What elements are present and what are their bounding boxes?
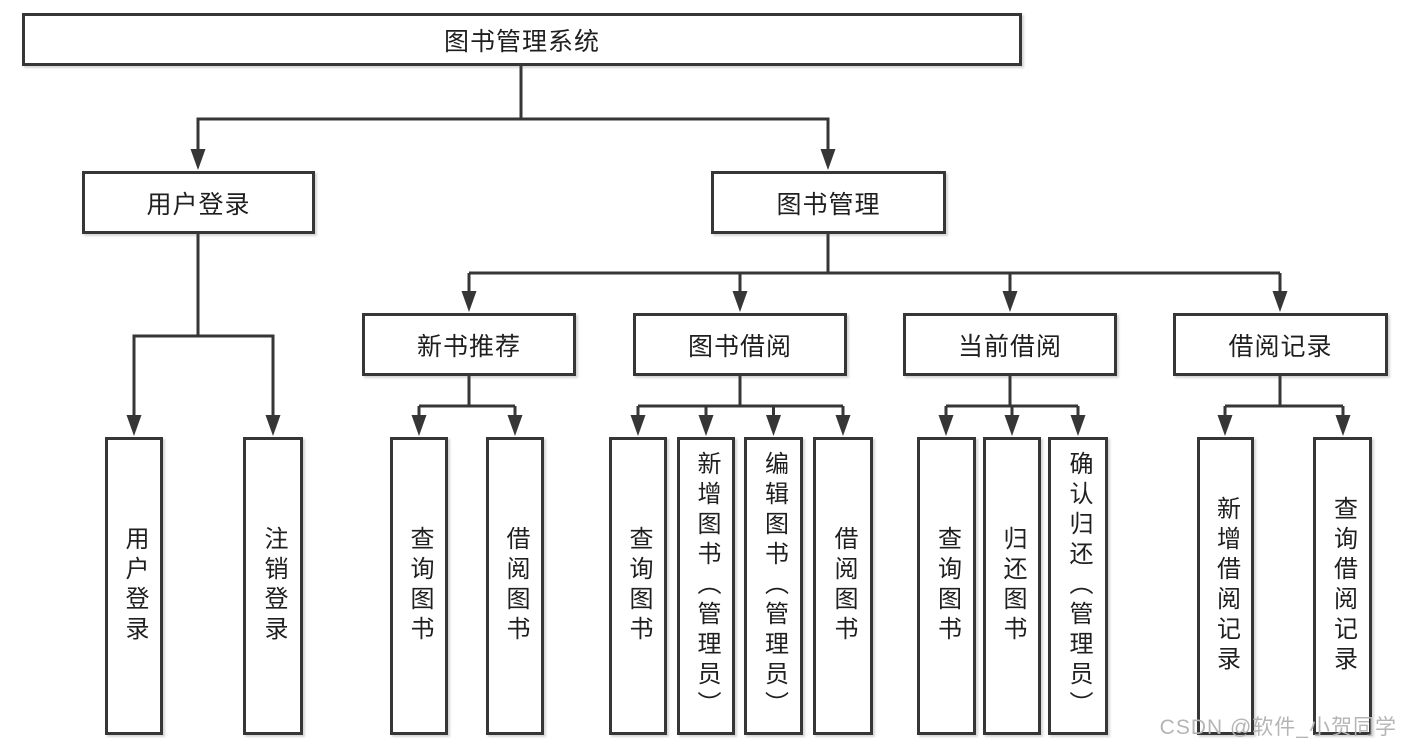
leaf-confirm-return-admin: 确认归还（管理员） — [1048, 437, 1108, 735]
node-library-system: 图书管理系统 — [22, 13, 1022, 66]
leaf-logout-label: 注销登录 — [260, 526, 287, 646]
leaf-query-books-2-label: 查询图书 — [625, 526, 652, 646]
leaf-logout: 注销登录 — [243, 437, 303, 735]
leaf-borrow-books-2: 借阅图书 — [813, 437, 873, 735]
csdn-watermark: CSDN @软件_小贺同学 — [1159, 716, 1397, 739]
node-new-book-recommend-label: 新书推荐 — [416, 332, 521, 361]
node-borrowing-records: 借阅记录 — [1173, 313, 1388, 376]
leaf-return-books-label: 归还图书 — [999, 526, 1026, 646]
leaf-query-books-1: 查询图书 — [390, 437, 448, 735]
leaf-return-books: 归还图书 — [983, 437, 1041, 735]
node-borrowing-records-label: 借阅记录 — [1228, 332, 1333, 361]
leaf-add-borrow-record-label: 新增借阅记录 — [1212, 496, 1240, 676]
leaf-user-login-label: 用户登录 — [121, 526, 148, 646]
leaf-edit-books-admin: 编辑图书（管理员） — [744, 437, 803, 735]
leaf-add-books-admin-label: 新增图书（管理员） — [693, 451, 720, 721]
leaf-query-books-2: 查询图书 — [609, 437, 667, 735]
node-book-borrowing: 图书借阅 — [633, 313, 847, 376]
leaf-query-borrow-record-label: 查询借阅记录 — [1329, 496, 1357, 676]
leaf-add-borrow-record: 新增借阅记录 — [1197, 437, 1254, 735]
node-book-management-label: 图书管理 — [776, 190, 881, 219]
leaf-borrow-books-1-label: 借阅图书 — [502, 526, 529, 646]
node-current-borrowing: 当前借阅 — [903, 313, 1117, 376]
leaf-query-books-1-label: 查询图书 — [406, 526, 433, 646]
leaf-add-books-admin: 新增图书（管理员） — [677, 437, 735, 735]
leaf-borrow-books-1: 借阅图书 — [486, 437, 544, 735]
node-book-management: 图书管理 — [711, 171, 946, 234]
leaf-borrow-books-2-label: 借阅图书 — [830, 526, 857, 646]
node-user-login: 用户登录 — [82, 171, 315, 234]
node-user-login-label: 用户登录 — [146, 190, 251, 219]
node-current-borrowing-label: 当前借阅 — [957, 332, 1062, 361]
node-new-book-recommend: 新书推荐 — [362, 313, 576, 376]
leaf-user-login: 用户登录 — [105, 437, 163, 735]
node-book-borrowing-label: 图书借阅 — [687, 332, 792, 361]
leaf-query-books-3: 查询图书 — [917, 437, 976, 735]
leaf-edit-books-admin-label: 编辑图书（管理员） — [760, 451, 788, 721]
leaf-query-borrow-record: 查询借阅记录 — [1313, 437, 1372, 735]
leaf-query-books-3-label: 查询图书 — [933, 526, 961, 646]
leaf-confirm-return-admin-label: 确认归还（管理员） — [1065, 451, 1092, 721]
node-library-system-label: 图书管理系统 — [443, 27, 600, 56]
